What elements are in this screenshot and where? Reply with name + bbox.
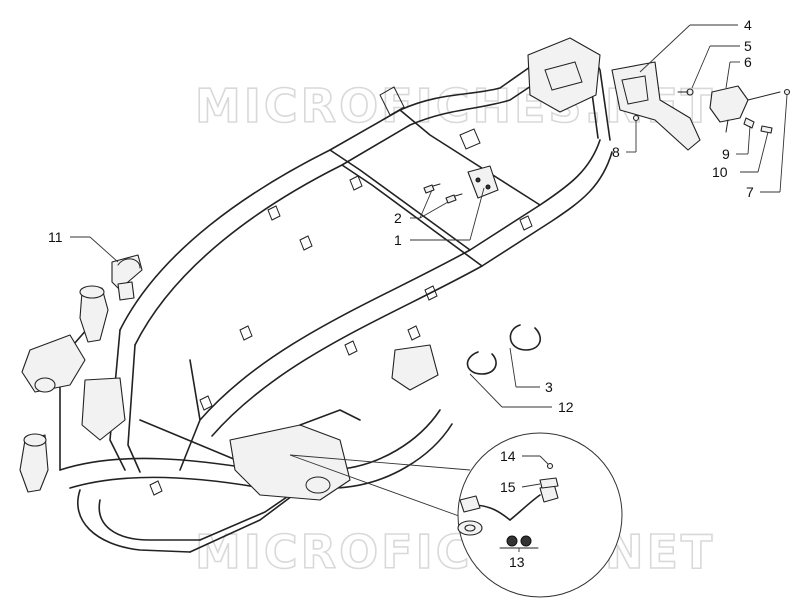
part-4-plate — [611, 61, 701, 151]
part-2-screws — [423, 183, 463, 204]
part-7-screw — [783, 88, 791, 96]
part-9-pin — [743, 117, 755, 129]
callout-11: 11 — [48, 229, 63, 245]
leader-lines — [70, 24, 788, 552]
part-3-ring — [509, 324, 542, 351]
watermark-bottom: MICROFICHES.NET — [195, 525, 715, 579]
callout-14: 14 — [500, 448, 516, 464]
callout-2: 2 — [394, 210, 402, 226]
callout-4: 4 — [744, 17, 752, 33]
part-10-spring — [760, 125, 773, 134]
callout-8: 8 — [612, 144, 620, 160]
callout-13: 13 — [509, 554, 525, 570]
callout-6: 6 — [744, 54, 752, 70]
part-12-ring — [466, 351, 497, 375]
part-5-bolt — [677, 88, 694, 96]
callout-12: 12 — [558, 399, 574, 415]
detail-inset — [289, 432, 623, 598]
part-1-bracket — [467, 165, 499, 199]
callout-labels: 1 2 3 4 5 6 7 8 9 10 11 12 13 14 15 — [48, 17, 754, 570]
callout-7: 7 — [746, 184, 754, 200]
part-11-clamp — [111, 254, 143, 301]
part-6-switch — [709, 85, 749, 133]
callout-10: 10 — [712, 164, 728, 180]
callout-3: 3 — [545, 379, 553, 395]
callout-1: 1 — [394, 232, 402, 248]
callout-5: 5 — [744, 38, 752, 54]
scooter-frame — [19, 37, 613, 553]
callout-9: 9 — [722, 146, 730, 162]
part-8-screw — [632, 114, 640, 122]
callout-15: 15 — [500, 479, 516, 495]
